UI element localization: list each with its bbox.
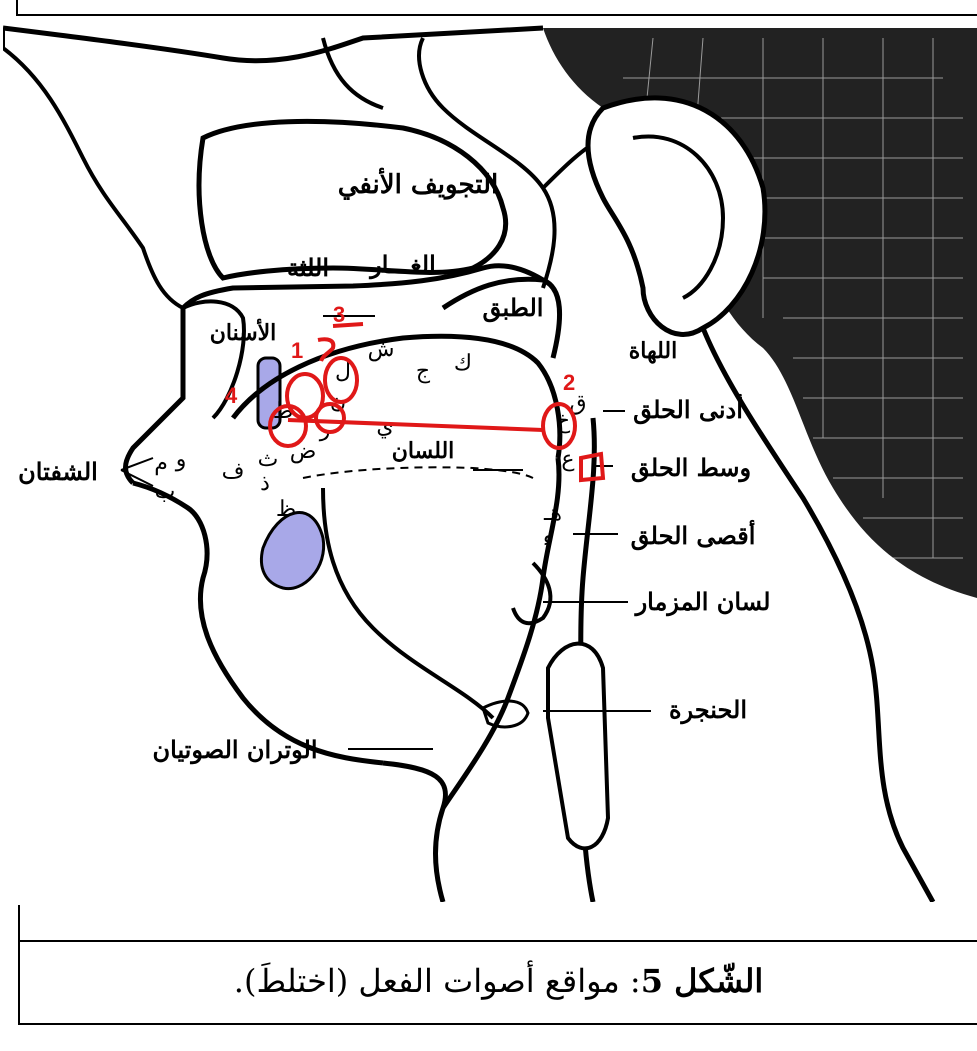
label-tongue: اللسان bbox=[392, 438, 455, 464]
label-lower-pharynx: أدنى الحلق bbox=[633, 392, 743, 425]
caption-box: الشّكل 5: مواقع أصوات الفعل (اختلطَ). bbox=[18, 940, 977, 1025]
annotation-mark-2: 2 bbox=[563, 370, 575, 395]
vocal-tract-diagram: التجويف الأنفي الغـــار اللثة الطبق الأس… bbox=[3, 18, 977, 902]
letter-y: ي bbox=[376, 414, 393, 439]
annotation-mark-4: 4 bbox=[225, 383, 238, 408]
label-vocal-cords: الوتران الصوتيان bbox=[153, 735, 318, 765]
annotation-mark-3: 3 bbox=[333, 302, 345, 327]
letter-hamza: ء bbox=[543, 527, 553, 552]
caption-figure-number: الشّكل 5 bbox=[641, 962, 764, 1000]
letter-th: ث bbox=[258, 447, 279, 472]
label-teeth: الأسنان bbox=[210, 318, 277, 346]
label-velum: الطبق bbox=[483, 293, 544, 323]
letter-m: م bbox=[154, 451, 168, 476]
letter-h: هـ bbox=[543, 501, 562, 526]
label-alveolar: اللثة bbox=[287, 253, 329, 282]
label-lips: الشفتان bbox=[18, 457, 98, 486]
label-mid-pharynx: وسط الحلق bbox=[631, 453, 751, 483]
articulation-letters: ش ج ك ق خ ع هـ ء و م ب ف ث ذ ظ ط ض ل ن ر… bbox=[154, 337, 586, 552]
label-nasal-cavity: التجويف الأنفي bbox=[338, 167, 499, 200]
letter-zh: ظ bbox=[276, 497, 296, 522]
label-far-pharynx: أقصى الحلق bbox=[631, 518, 756, 551]
letter-b: ب bbox=[155, 479, 176, 504]
letter-w: و bbox=[175, 447, 187, 472]
annotation-mark-1: 1 bbox=[291, 338, 303, 363]
letter-f: ف bbox=[222, 459, 245, 484]
letter-d: ض bbox=[290, 439, 317, 464]
label-palate: الغـــار bbox=[368, 250, 436, 280]
letter-ain: ع bbox=[561, 447, 574, 472]
letter-k: ك bbox=[454, 351, 472, 376]
larynx-shape bbox=[483, 644, 608, 849]
letter-j: ج bbox=[416, 359, 431, 384]
label-epiglottis: لسان المزمار bbox=[634, 587, 771, 617]
figure-caption: الشّكل 5: مواقع أصوات الفعل (اختلطَ). bbox=[20, 962, 977, 1000]
top-frame bbox=[16, 0, 977, 16]
label-uvula: اللهاة bbox=[629, 338, 677, 364]
letter-sh: ش bbox=[368, 337, 395, 362]
letter-dh: ذ bbox=[260, 471, 270, 496]
caption-frame-line bbox=[18, 905, 20, 942]
caption-text: : مواقع أصوات الفعل (اختلطَ). bbox=[234, 962, 641, 1000]
label-larynx: الحنجرة bbox=[669, 695, 747, 725]
letter-kh: خ bbox=[556, 409, 571, 434]
